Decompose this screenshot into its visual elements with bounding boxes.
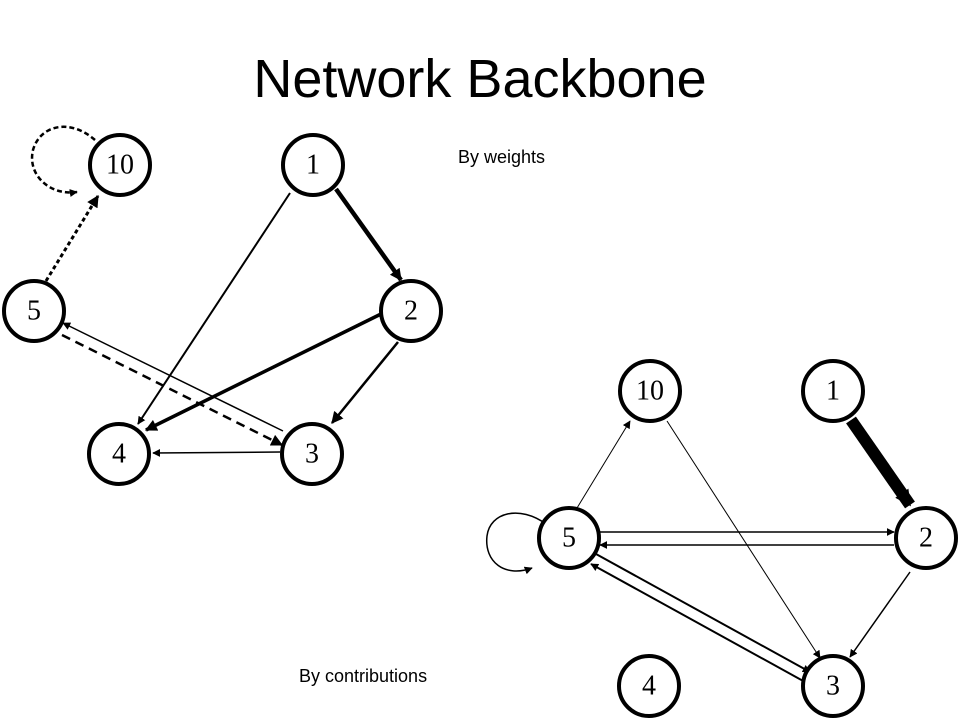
node-2: 2 xyxy=(894,506,958,570)
node-label: 4 xyxy=(112,439,126,470)
node-5: 5 xyxy=(537,506,601,570)
edge-5-5-self-loop xyxy=(486,512,547,575)
node-label: 3 xyxy=(826,671,840,702)
node-label: 1 xyxy=(826,376,840,407)
node-4: 4 xyxy=(87,422,151,486)
node-label: 2 xyxy=(404,296,418,327)
edge-3-4 xyxy=(152,448,281,457)
edge-2-4 xyxy=(144,312,382,432)
edge-1-4 xyxy=(137,192,291,425)
node-label: 4 xyxy=(642,671,656,702)
edge-3-5 xyxy=(590,563,806,683)
node-1: 1 xyxy=(801,359,865,423)
edge-1-2 xyxy=(334,187,403,282)
node-2: 2 xyxy=(379,279,443,343)
node-10: 10 xyxy=(618,359,682,423)
page-title: Network Backbone xyxy=(253,49,707,109)
node-1: 1 xyxy=(281,133,345,197)
node-4: 4 xyxy=(617,654,681,718)
edge-5-10 xyxy=(576,420,631,509)
caption-by-weights: By weights xyxy=(458,147,546,167)
node-3: 3 xyxy=(801,654,865,718)
caption-by-contributions: By contributions xyxy=(299,666,428,686)
node-label: 5 xyxy=(562,523,576,554)
node-5: 5 xyxy=(2,279,66,343)
node-label: 3 xyxy=(305,439,319,470)
node-label: 10 xyxy=(106,150,134,181)
edge-2-3 xyxy=(331,341,399,424)
node-10: 10 xyxy=(88,133,152,197)
edge-10-3 xyxy=(666,420,821,659)
node-3: 3 xyxy=(280,422,344,486)
edge-1-2 xyxy=(846,416,915,509)
node-label: 5 xyxy=(27,296,41,327)
node-label: 1 xyxy=(306,150,320,181)
edge-5-3 xyxy=(595,553,811,673)
graph-by-contributions: 10 1 5 2 4 3 xyxy=(486,359,958,718)
edge-10-10-self-loop xyxy=(30,125,96,198)
node-label: 10 xyxy=(636,376,664,407)
edge-3-5 xyxy=(62,322,284,432)
edge-2-3 xyxy=(849,571,911,658)
edge-5-10 xyxy=(44,194,100,282)
graph-by-weights: 10 1 5 2 4 3 xyxy=(2,125,443,486)
edge-5-3 xyxy=(61,333,284,447)
node-label: 2 xyxy=(919,523,933,554)
